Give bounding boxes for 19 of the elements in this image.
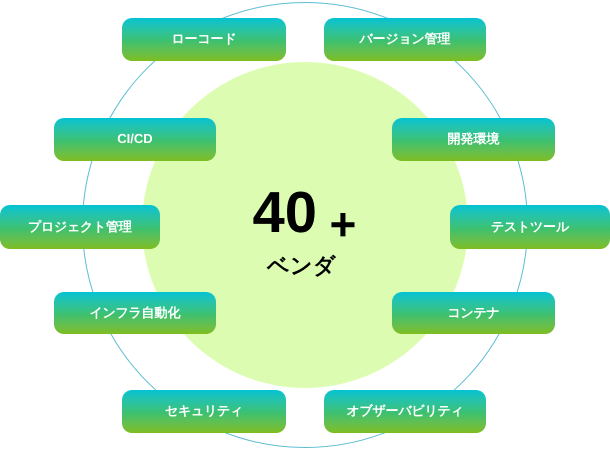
category-pill (54, 118, 216, 161)
category-pill (0, 205, 160, 249)
category-pill (392, 118, 555, 161)
vendor-label: ベンダ (266, 254, 337, 276)
category-label: 開発環境 (448, 131, 500, 148)
category-pill (54, 292, 216, 334)
category-label: CI/CD (117, 131, 153, 148)
category-pill (392, 292, 555, 334)
category-label: テストツール (491, 218, 569, 236)
category-pill (450, 205, 610, 249)
count-number: 40 (252, 184, 318, 242)
category-label: バージョン管理 (360, 31, 450, 48)
category-label: オブザーバビリティ (346, 403, 464, 420)
plus-sign: + (330, 200, 356, 246)
category-label: コンテナ (448, 304, 500, 322)
category-label: プロジェクト管理 (28, 218, 132, 236)
category-label: セキュリティ (165, 403, 243, 420)
category-label: ローコード (172, 31, 236, 48)
category-label: インフラ自動化 (90, 304, 180, 322)
